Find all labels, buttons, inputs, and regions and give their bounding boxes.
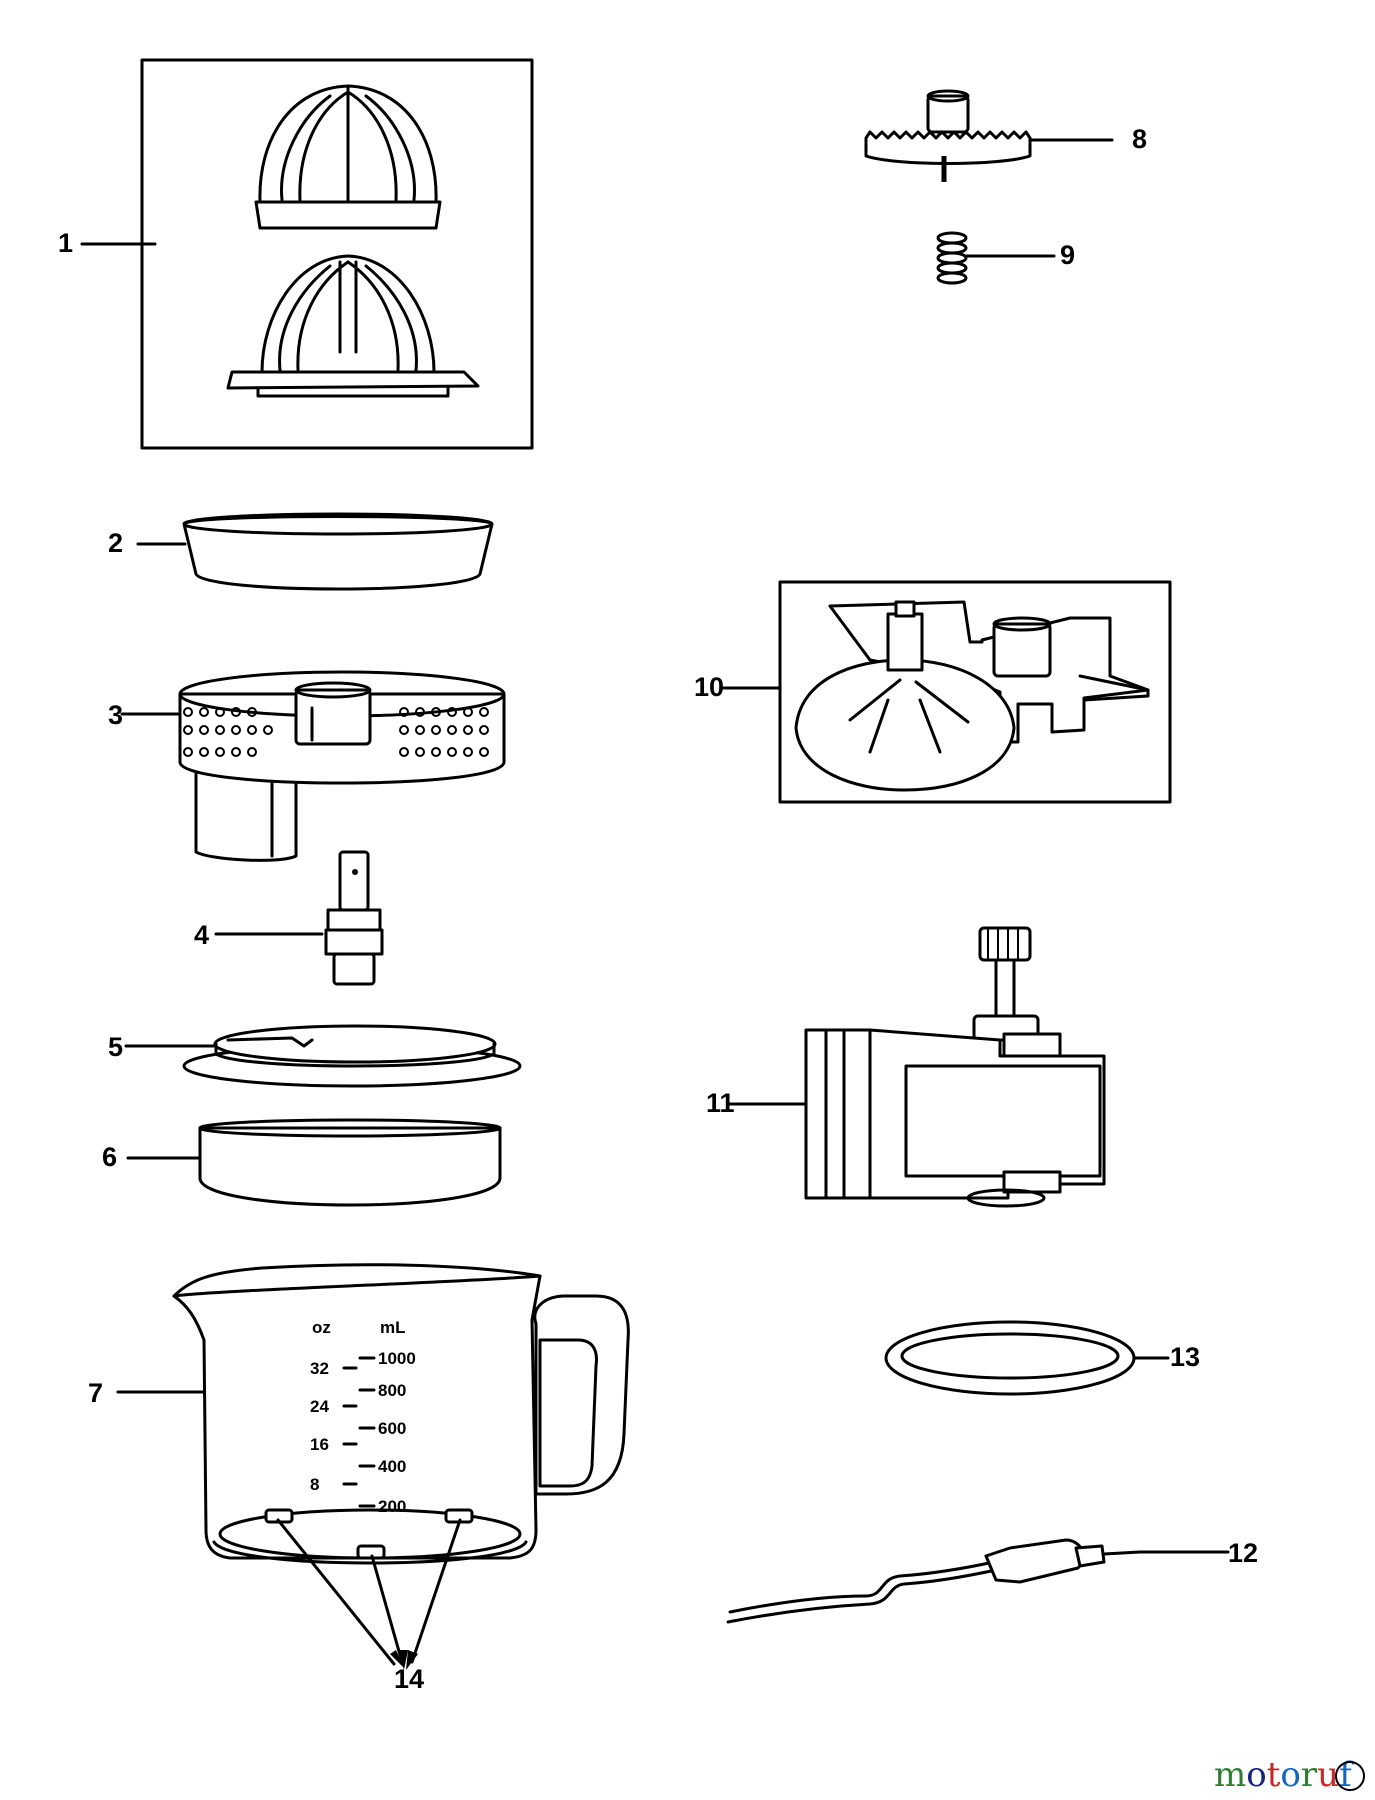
part-4-coupling <box>214 850 384 986</box>
oz-header: oz <box>312 1318 331 1337</box>
callout-6: 6 <box>102 1142 117 1172</box>
ml-header: mL <box>380 1318 406 1337</box>
watermark-text: motoruf <box>1214 1755 1354 1795</box>
callout-2: 2 <box>108 528 123 558</box>
part-2-pulp-tray <box>136 512 494 591</box>
jug-measurement-scale: oz mL 32 24 16 8 1000 800 600 400 200 <box>310 1318 416 1516</box>
ml-mark: 600 <box>378 1419 406 1438</box>
callout-1: 1 <box>58 228 73 258</box>
part-8-gear <box>864 89 1114 182</box>
part-14-feet-leaders <box>276 1518 462 1670</box>
callout-14: 14 <box>394 1664 424 1694</box>
part-1-reamer-cones <box>80 58 534 450</box>
oz-mark: 32 <box>310 1359 329 1378</box>
oz-mark: 8 <box>310 1475 319 1494</box>
ml-mark: 200 <box>378 1497 406 1516</box>
callout-7: 7 <box>88 1378 103 1408</box>
callout-labels: 1 2 3 4 5 6 7 8 9 10 11 12 13 14 <box>58 124 1258 1694</box>
callout-5: 5 <box>108 1032 123 1062</box>
part-6-collar <box>126 1118 502 1207</box>
watermark-seal-icon <box>1335 1761 1365 1791</box>
callout-13: 13 <box>1170 1342 1200 1372</box>
callout-11: 11 <box>706 1088 735 1118</box>
part-12-power-cord <box>726 1538 1230 1624</box>
part-3-strainer <box>120 670 506 862</box>
ml-mark: 400 <box>378 1457 406 1476</box>
callout-4: 4 <box>194 920 209 950</box>
part-10-drive-assembly <box>720 580 1172 804</box>
ml-mark: 1000 <box>378 1349 416 1368</box>
callout-10: 10 <box>694 672 724 702</box>
callout-3: 3 <box>108 700 123 730</box>
oz-mark: 16 <box>310 1435 329 1454</box>
part-7-jug: oz mL 32 24 16 8 1000 800 600 400 200 <box>116 1263 630 1565</box>
part-9-spring <box>936 231 1056 285</box>
watermark-logo: motoruf <box>1214 1755 1365 1795</box>
ml-mark: 800 <box>378 1381 406 1400</box>
oz-mark: 24 <box>310 1397 329 1416</box>
part-5-lid <box>124 1024 522 1088</box>
part-13-seal-ring <box>884 1320 1170 1396</box>
part-11-motor <box>728 926 1106 1208</box>
callout-9: 9 <box>1060 240 1075 270</box>
callout-12: 12 <box>1228 1538 1258 1568</box>
callout-8: 8 <box>1132 124 1147 154</box>
